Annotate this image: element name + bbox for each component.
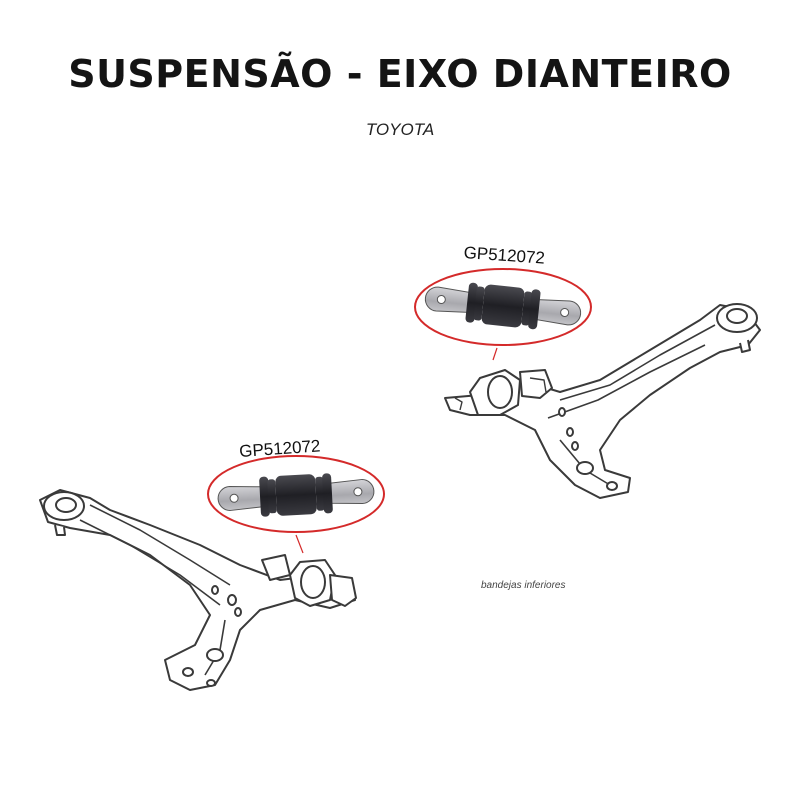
highlight-ellipse-upper [414,268,592,346]
control-arm-drawing [39,489,357,691]
highlight-ellipse-lower [207,455,385,533]
caption-text: bandejas inferiores [481,580,566,591]
bushing-icon [217,473,375,517]
bushing-icon [424,282,582,330]
leader-line-upper [492,347,498,361]
leader-line-lower [295,534,304,554]
control-arm-drawing [444,303,761,499]
brand-subtitle: TOYOTA [365,120,435,139]
page-title: SUSPENSÃO - EIXO DIANTEIRO [68,52,732,96]
